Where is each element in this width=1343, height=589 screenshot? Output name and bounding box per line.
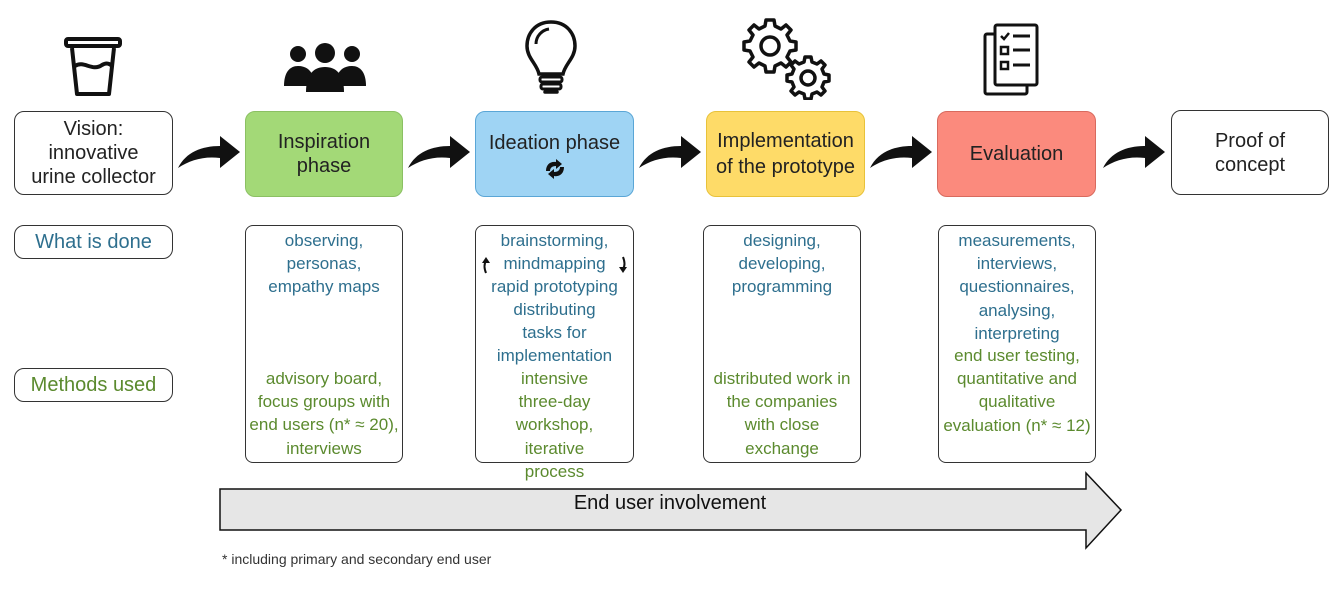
people-icon (284, 43, 366, 92)
cycle-arrows-icon (545, 159, 564, 179)
flow-arrow (1103, 136, 1165, 168)
methods-top-text: distributing tasks for implementation (496, 300, 613, 366)
end-label: Proof of concept (1214, 129, 1286, 176)
stage-implementation: Implementation of the prototype (706, 111, 865, 197)
done-text: brainstorming, mindmapping rapid prototy… (491, 231, 618, 297)
start-label: Vision: innovative urine collector (31, 118, 156, 188)
stage-inspiration: Inspiration phase (245, 111, 403, 197)
done-text: measurements, interviews, questionnaires… (958, 231, 1076, 343)
flow-arrow (870, 136, 932, 168)
start-box: Vision: innovative urine collector (14, 111, 173, 195)
stage-title: Inspiration phase (277, 131, 371, 177)
methods-text: advisory board, focus groups with end us… (249, 369, 399, 458)
timeline-label: End user involvement (573, 492, 767, 514)
stage-title: Ideation phase (488, 132, 621, 154)
end-box: Proof of concept (1171, 110, 1329, 195)
cycle-down-arrow-icon (619, 256, 627, 273)
flow-arrow (639, 136, 701, 168)
methods-text: end user testing, quantitative and quali… (943, 346, 1091, 435)
stage-title: Implementation of the prototype (716, 130, 855, 178)
cup-icon (64, 37, 122, 96)
checklist-icon (983, 23, 1039, 96)
stage-title: Evaluation (969, 143, 1064, 165)
done-text: observing, personas, empathy maps (268, 231, 380, 297)
lightbulb-icon (525, 20, 577, 94)
flow-arrow (178, 136, 240, 168)
methods-text: intensive three-day workshop, iterative … (515, 369, 594, 481)
cycle-up-arrow-icon (482, 257, 490, 274)
column-implementation: designing, developing, programming distr… (703, 225, 861, 463)
timeline-arrow (219, 471, 1123, 550)
row-label-text: Methods used (30, 373, 157, 396)
footnote: * including primary and secondary end us… (222, 551, 492, 567)
row-label-text: What is done (35, 230, 152, 253)
column-ideation: brainstorming, mindmapping rapid prototy… (475, 225, 634, 481)
done-text: designing, developing, programming (731, 231, 833, 297)
gears-icon (742, 18, 831, 100)
column-inspiration: observing, personas, empathy maps adviso… (245, 225, 403, 463)
stage-ideation: Ideation phase (475, 111, 634, 197)
column-evaluation: measurements, interviews, questionnaires… (938, 225, 1096, 463)
row-label-done: What is done (14, 225, 173, 259)
stage-evaluation: Evaluation (937, 111, 1096, 197)
flow-arrow (408, 136, 470, 168)
row-label-methods: Methods used (14, 368, 173, 402)
methods-text: distributed work in the companies with c… (713, 369, 851, 458)
